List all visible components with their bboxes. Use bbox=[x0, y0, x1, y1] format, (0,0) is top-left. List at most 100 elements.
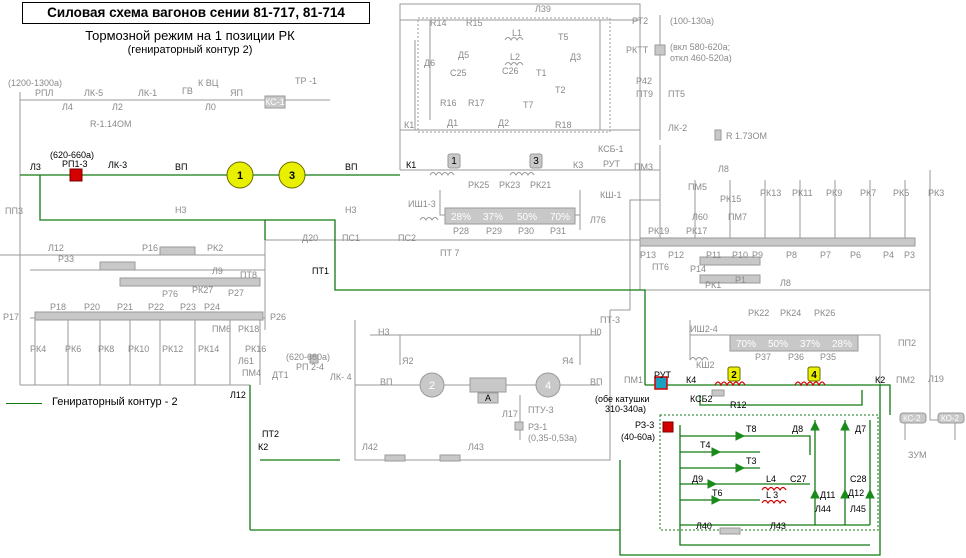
label-vp2: ВП bbox=[345, 162, 357, 172]
label-ksh2: КШ2 bbox=[696, 360, 715, 370]
label-rk27: РК27 bbox=[192, 285, 213, 295]
label-pt1: ПТ1 bbox=[312, 266, 329, 276]
label-ko2: КО-2 bbox=[941, 414, 959, 423]
label-pm6: ПМ6 bbox=[212, 324, 231, 334]
label-d7: Д7 bbox=[855, 424, 866, 434]
label-vp3: ВП bbox=[380, 377, 392, 387]
label-p8: Р8 bbox=[786, 250, 797, 260]
shunt-pct-37b: 37% bbox=[800, 339, 820, 350]
shunt-pct-28: 28% bbox=[451, 212, 471, 223]
label-rk15: РК15 bbox=[720, 194, 741, 204]
label-rp13: РП1-3 bbox=[62, 159, 87, 169]
label-l19: Л19 bbox=[928, 374, 944, 384]
label-r17: R17 bbox=[468, 98, 485, 108]
label-rk10: РК10 bbox=[128, 344, 149, 354]
label-vp4: ВП bbox=[590, 377, 602, 387]
label-l39: Л39 bbox=[535, 4, 551, 14]
label-rk3: РК3 bbox=[928, 188, 944, 198]
label-ks1: КС-1 bbox=[265, 97, 285, 107]
label-l17: Л17 bbox=[502, 409, 518, 419]
label-p21: Р21 bbox=[117, 302, 133, 312]
label-r14: R14 bbox=[430, 18, 447, 28]
label-p10: Р10 bbox=[732, 250, 748, 260]
legend-line bbox=[6, 403, 42, 404]
label-rktt: РКТТ bbox=[626, 45, 649, 55]
label-p14: Р14 bbox=[690, 264, 706, 274]
shunt-pct-37: 37% bbox=[483, 212, 503, 223]
label-p26: Р26 bbox=[270, 312, 286, 322]
label-p36: Р36 bbox=[788, 352, 804, 362]
label-r15: R15 bbox=[466, 18, 483, 28]
label-rk26: РК26 bbox=[814, 308, 835, 318]
label-p12: Р12 bbox=[668, 250, 684, 260]
label-rk16: РК16 bbox=[245, 344, 266, 354]
motor-3: 3 bbox=[278, 161, 306, 189]
label-l8: Л8 bbox=[718, 164, 729, 174]
label-n3a: Н3 bbox=[175, 205, 187, 215]
label-r16: R16 bbox=[440, 98, 457, 108]
label-rp13-range: (620-660а) bbox=[50, 150, 94, 160]
label-ksh1: КШ-1 bbox=[600, 190, 622, 200]
label-rp24: РП 2-4 bbox=[296, 362, 324, 372]
label-rk1: РК1 bbox=[705, 280, 721, 290]
active-generator-circuit-2 bbox=[20, 174, 891, 556]
label-ish24: ИШ2-4 bbox=[690, 324, 718, 334]
shunt-pct-50b: 50% bbox=[768, 339, 788, 350]
label-rut: РУТ bbox=[603, 159, 621, 169]
label-rk14: РК14 bbox=[198, 344, 219, 354]
shunt-pct-28b: 28% bbox=[832, 339, 852, 350]
label-l4: Л4 bbox=[62, 102, 73, 112]
label-rk17: РК17 bbox=[686, 226, 707, 236]
label-rut-note2: 310-340а) bbox=[605, 404, 646, 414]
label-p20: Р20 bbox=[84, 302, 100, 312]
label-rk12: РК12 bbox=[162, 344, 183, 354]
label-l3: Л3 bbox=[30, 162, 41, 172]
label-rut2: РУТ bbox=[654, 370, 672, 380]
label-c27: С27 bbox=[790, 474, 807, 484]
label-p22: Р22 bbox=[148, 302, 164, 312]
label-p28: Р28 bbox=[453, 226, 469, 236]
label-lk4: ЛК- 4 bbox=[330, 372, 352, 382]
label-l9: Л9 bbox=[212, 266, 223, 276]
label-p76: Р76 bbox=[162, 289, 178, 299]
label-pm2: ПМ2 bbox=[896, 375, 915, 385]
label-l43b: Л43 bbox=[770, 521, 786, 531]
label-p18: Р18 bbox=[50, 302, 66, 312]
label-d5: Д5 bbox=[458, 50, 469, 60]
label-t8: Т8 bbox=[746, 424, 757, 434]
label-p23: Р23 bbox=[180, 302, 196, 312]
label-rk24: РК24 bbox=[780, 308, 801, 318]
field-coil-2: 2 bbox=[731, 370, 737, 381]
label-ks2: КС-2 bbox=[903, 414, 921, 423]
label-t3: Т3 bbox=[746, 456, 757, 466]
label-d6: Д6 bbox=[424, 58, 435, 68]
label-p11: Р11 bbox=[706, 250, 721, 260]
label-p1: Р1 bbox=[735, 275, 746, 285]
label-p42: Р42 bbox=[636, 76, 652, 86]
motor-1: 1 bbox=[226, 161, 254, 189]
label-rp-range: (1200-1300а) bbox=[8, 78, 62, 88]
label-p9: Р9 bbox=[752, 250, 763, 260]
label-l45: Л45 bbox=[850, 504, 866, 514]
label-k4: К4 bbox=[686, 375, 696, 385]
legend-label: Гениратоpный контур - 2 bbox=[52, 396, 178, 408]
label-t7: Т7 bbox=[523, 100, 534, 110]
label-l4c: L4 bbox=[766, 474, 776, 484]
field-coil-1: 1 bbox=[451, 156, 457, 167]
label-l3c: L 3 bbox=[766, 490, 778, 500]
label-d12: Д12 bbox=[848, 488, 864, 498]
label-p30: Р30 bbox=[518, 226, 534, 236]
page-title: Силовая схема вагонов сении 81-717, 81-7… bbox=[22, 2, 370, 24]
label-pt9: ПТ9 bbox=[636, 89, 653, 99]
label-c26: С26 bbox=[502, 66, 519, 76]
label-rk19: РК19 bbox=[648, 226, 669, 236]
label-l12b: Л12 bbox=[230, 390, 246, 400]
label-p17: Р17 bbox=[3, 312, 19, 322]
shunt-pct-70: 70% bbox=[550, 212, 570, 223]
label-k2: К2 bbox=[258, 442, 268, 452]
label-p37: Р37 bbox=[755, 352, 771, 362]
label-k3: К3 bbox=[573, 160, 583, 170]
label-l40: Л40 bbox=[696, 521, 712, 531]
label-l12: Л12 bbox=[48, 243, 64, 253]
